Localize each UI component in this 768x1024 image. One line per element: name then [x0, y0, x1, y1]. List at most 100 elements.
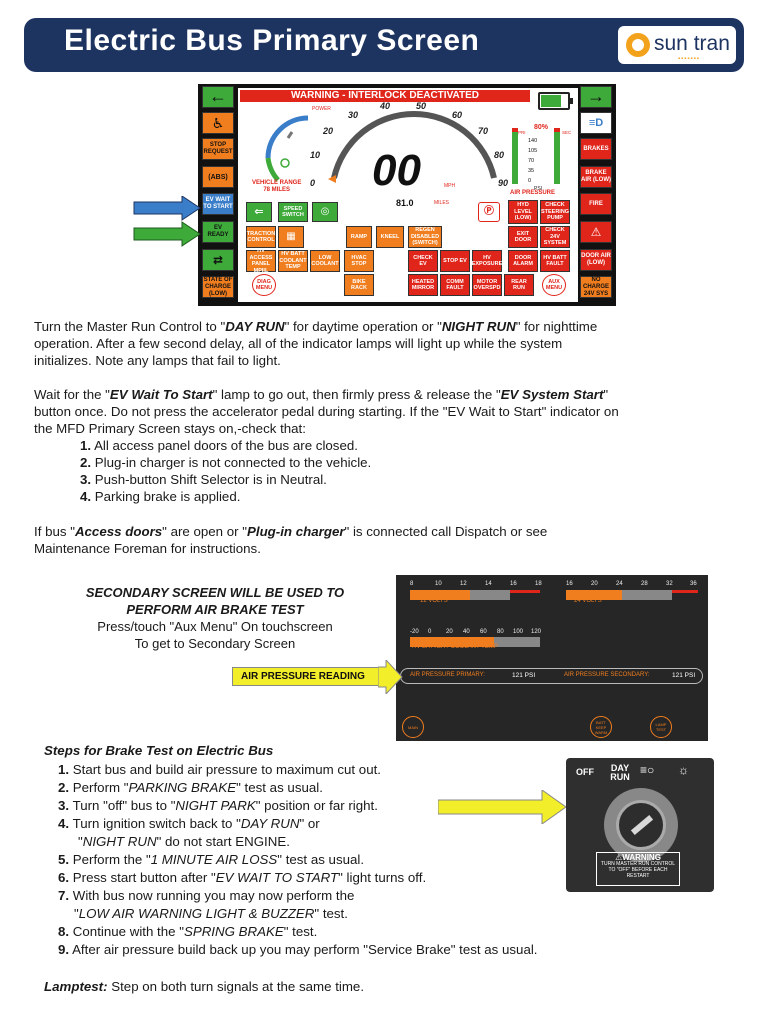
hyd-level-lamp: HYD LEVEL (LOW): [508, 200, 538, 224]
left-arrow-icon[interactable]: ←: [202, 86, 234, 108]
rear-run-lamp: REAR RUN: [504, 274, 534, 296]
speed-switch-lamp: SPEED SWITCH: [278, 202, 308, 222]
intro-line-3: initializes. Note any lamps that fail to…: [34, 353, 281, 368]
speed-tick-0: 0: [310, 178, 316, 188]
lamp-test-label: LAMP TEST: [655, 722, 667, 732]
wait-line-2: button once. Do not press the accelerato…: [34, 404, 619, 419]
callout-arrows: [133, 196, 201, 247]
ev-ready-label: EV READY: [207, 225, 229, 238]
check-ev-label: CHECK EV: [413, 254, 433, 268]
battery-icon: [538, 92, 573, 110]
air-secondary-value: 121 PSI: [672, 672, 696, 679]
step-4: 4. Turn ignition switch back to "DAY RUN…: [58, 816, 320, 831]
heated-mirror-lamp: HEATED MIRROR: [408, 274, 438, 296]
step-8: 8. Continue with the "SPRING BRAKE" test…: [58, 924, 318, 939]
vehicle-range-value: 78 MILES: [263, 187, 291, 193]
switch-day-run-label: DAY RUN: [610, 763, 630, 782]
diag-menu-button[interactable]: DIAG MENU: [252, 274, 276, 296]
main-button-label: MAIN: [408, 724, 418, 730]
intro-line-1: Turn the Master Run Control to "DAY RUN"…: [34, 319, 598, 334]
coolant-bar-gray: [494, 637, 540, 647]
motor-overspd-label: MOTOR OVERSPD: [473, 278, 501, 292]
miles-label: MILES: [434, 200, 450, 206]
coolant-tick-20: 20: [446, 629, 453, 635]
check-24v-lamp: CHECK 24V SYSTEM: [540, 226, 570, 248]
check-24v-label: CHECK 24V SYSTEM: [543, 227, 567, 247]
power-label: POWER: [312, 106, 331, 112]
logo-text: sun tran: [654, 32, 730, 55]
aux-menu-button[interactable]: AUX MENU: [542, 274, 566, 296]
secondary-screen-instructions: Press/touch "Aux Menu" On touchscreen To…: [50, 618, 380, 652]
lamp-test-button[interactable]: LAMP TEST: [650, 716, 672, 738]
secondary-screen-heading: SECONDARY SCREEN WILL BE USED TO PERFORM…: [50, 584, 380, 618]
coolant-tick-100: 100: [513, 629, 524, 635]
ramp-label: RAMP: [350, 233, 368, 240]
switch-warning-text: TURN MASTER RUN CONTROL TO "OFF" BEFORE …: [600, 861, 676, 879]
wheelchair-icon[interactable]: ♿: [202, 112, 234, 134]
abs-icon[interactable]: (ABS): [202, 166, 234, 188]
right-arrow-icon[interactable]: →: [580, 86, 612, 108]
door-alarm-label: DOOR ALARM: [513, 254, 533, 268]
arrows-icon[interactable]: ⇄: [202, 249, 234, 271]
step-1: 1. Start bus and build air pressure to m…: [58, 762, 381, 777]
door-air-label: DOOR AIR (LOW): [581, 253, 611, 266]
page-title: Electric Bus Primary Screen: [64, 24, 480, 57]
no-charge-24v-lamp: NO CHARGE 24V SYS: [580, 276, 612, 298]
pri-pressure-bar: [512, 132, 518, 184]
ignition-callout-arrow: [438, 790, 567, 824]
primary-screen-panel: ← ♿ STOP REQUEST (ABS) EV WAIT TO START …: [198, 84, 616, 306]
odometer: 81.0: [396, 198, 414, 208]
step-6: 6. Press start button after "EV WAIT TO …: [58, 870, 427, 885]
v12-bar-gray: [470, 590, 510, 600]
brake-air-label: BRAKE AIR (LOW): [581, 170, 611, 183]
hv-batt-fault-lamp: HV BATT FAULT: [540, 250, 570, 272]
step-4-cont: "NIGHT RUN" do not start ENGINE.: [78, 834, 290, 849]
coolant-bar-orange: [410, 637, 494, 647]
air-pressure-arrow: [378, 660, 403, 694]
sec-pressure-bar: [554, 132, 560, 184]
air-secondary-label: AIR PRESSURE SECONDARY:: [564, 672, 650, 678]
main-button[interactable]: MAIN: [402, 716, 424, 738]
speed-readout: 00: [372, 146, 421, 195]
stop-request-label: STOP REQUEST: [203, 142, 233, 155]
fire-lamp: FIRE: [580, 193, 612, 215]
switch-warning-plate: ⚠WARNING TURN MASTER RUN CONTROL TO "OFF…: [596, 852, 680, 886]
secondary-screen-image: [396, 575, 708, 741]
speed-tick-80: 80: [494, 150, 505, 160]
battery-percent: 80%: [534, 124, 549, 131]
switch-off-label: OFF: [576, 767, 594, 777]
v12-tick-8: 8: [410, 581, 414, 587]
access-doors-line-1: If bus "Access doors" are open or "Plug-…: [34, 524, 548, 539]
rear-run-label: REAR RUN: [511, 278, 527, 292]
vehicle-range: VEHICLE RANGE 78 MILES: [252, 180, 301, 194]
comm-fault-lamp: COMM FAULT: [440, 274, 470, 296]
psi-label: PSI: [534, 186, 543, 192]
pri-pressure-top: [512, 128, 518, 132]
secondary-heading-line-2: PERFORM AIR BRAKE TEST: [126, 602, 304, 617]
ev-wait-to-start-lamp: EV WAIT TO START: [202, 193, 234, 215]
check-item-4: 4. Parking brake is applied.: [80, 489, 241, 504]
headlight-icon[interactable]: ≡D: [580, 112, 612, 134]
v24-tick-32: 32: [666, 581, 673, 587]
comm-fault-label: COMM FAULT: [446, 278, 464, 292]
secondary-heading-line-1: SECONDARY SCREEN WILL BE USED TO: [85, 585, 345, 600]
regen-icon: [280, 158, 290, 168]
stop-request-button[interactable]: STOP REQUEST: [202, 138, 234, 160]
wait-line-1: Wait for the "EV Wait To Start" lamp to …: [34, 387, 609, 402]
psi-scale: 140 105 70 35 0: [528, 136, 537, 186]
speed-tick-20: 20: [323, 126, 334, 136]
hv-access-label: HV ACCESS PANEL MPIIL: [249, 248, 273, 274]
bike-rack-lamp: BIKE RACK: [344, 274, 374, 296]
air-pressure-label: AIR PRESSURE: [510, 190, 556, 196]
v24-tick-36: 36: [690, 581, 697, 587]
check-item-2: 2. Plug-in charger is not connected to t…: [80, 455, 372, 470]
secondary-instr-line-1: Press/touch "Aux Menu" On touchscreen: [97, 619, 333, 634]
v12-bar-orange: [410, 590, 470, 600]
traction-control-lamp: TRACTION CONTROL: [246, 226, 276, 248]
air-primary-label: AIR PRESSURE PRIMARY:: [410, 672, 485, 678]
fire-label: FIRE: [589, 200, 603, 207]
psi-tick-0: 0: [528, 178, 532, 184]
batt-keep-warm-button[interactable]: BATT KEEP WARM: [590, 716, 612, 738]
brakes-label: BRAKES: [583, 145, 609, 152]
hv-access-panel-lamp: HV ACCESS PANEL MPIIL: [246, 248, 276, 274]
